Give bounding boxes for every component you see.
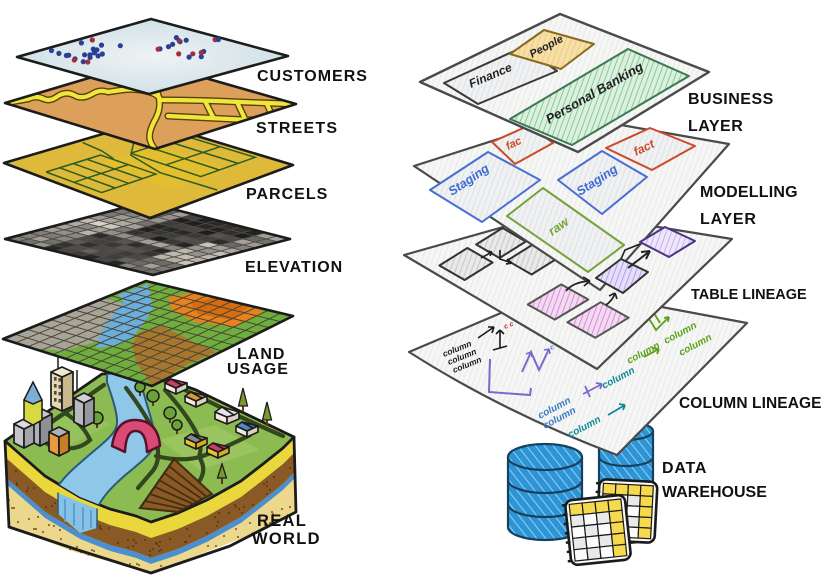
svg-text:LAYER: LAYER: [700, 211, 757, 228]
svg-text:PARCELS: PARCELS: [246, 186, 328, 203]
svg-text:COLUMN LINEAGE: COLUMN LINEAGE: [679, 395, 822, 412]
svg-text:WAREHOUSE: WAREHOUSE: [662, 484, 767, 501]
svg-text:STREETS: STREETS: [256, 120, 338, 137]
svg-text:CUSTOMERS: CUSTOMERS: [257, 68, 368, 85]
svg-text:TABLE LINEAGE: TABLE LINEAGE: [691, 287, 807, 303]
svg-text:LAYER: LAYER: [688, 118, 743, 135]
svg-text:DATA: DATA: [662, 460, 707, 477]
svg-text:USAGE: USAGE: [227, 361, 289, 378]
svg-text:REAL: REAL: [257, 512, 307, 530]
svg-text:ELEVATION: ELEVATION: [245, 259, 343, 276]
svg-text:WORLD: WORLD: [252, 530, 321, 548]
svg-text:BUSINESS: BUSINESS: [688, 91, 774, 108]
svg-text:MODELLING: MODELLING: [700, 184, 798, 201]
